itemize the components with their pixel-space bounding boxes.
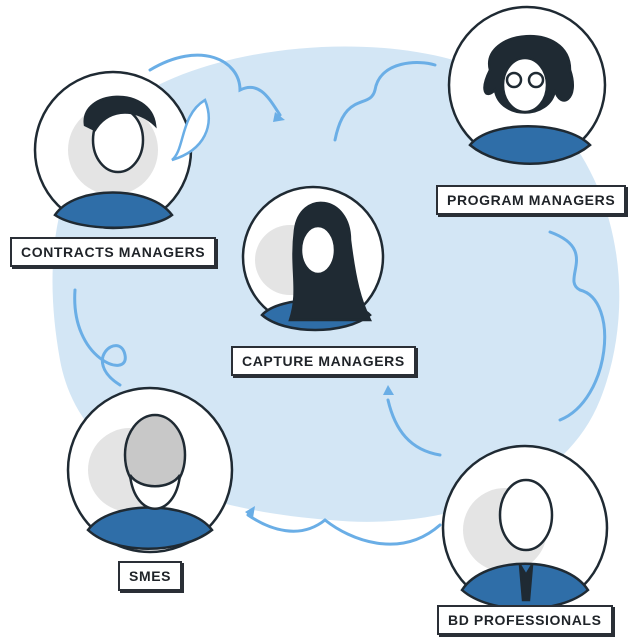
arrow-bd-to-capture — [386, 398, 442, 457]
capture-manager-avatar — [241, 185, 385, 332]
contracts-manager-avatar — [33, 70, 210, 230]
program-manager-avatar — [447, 5, 607, 165]
arrow-program-squiggle — [333, 61, 437, 142]
bd-professional-avatar — [441, 444, 609, 612]
arrow-contracts-to-program — [148, 53, 282, 117]
arrowheads — [245, 112, 394, 518]
flow-arrows — [73, 53, 607, 546]
role-label-smes: SMES — [118, 561, 183, 591]
role-label-bd-professionals: BD PROFESSIONALS — [437, 605, 613, 635]
arrow-program-to-bd — [548, 230, 607, 422]
role-label-capture-managers: CAPTURE MANAGERS — [231, 346, 416, 376]
role-label-contracts-managers: CONTRACTS MANAGERS — [10, 237, 217, 267]
arrow-bd-to-smes — [246, 513, 442, 546]
role-label-program-managers: PROGRAM MANAGERS — [436, 185, 627, 215]
sme-avatar — [66, 386, 234, 554]
arrow-smes-to-contracts — [73, 288, 127, 387]
